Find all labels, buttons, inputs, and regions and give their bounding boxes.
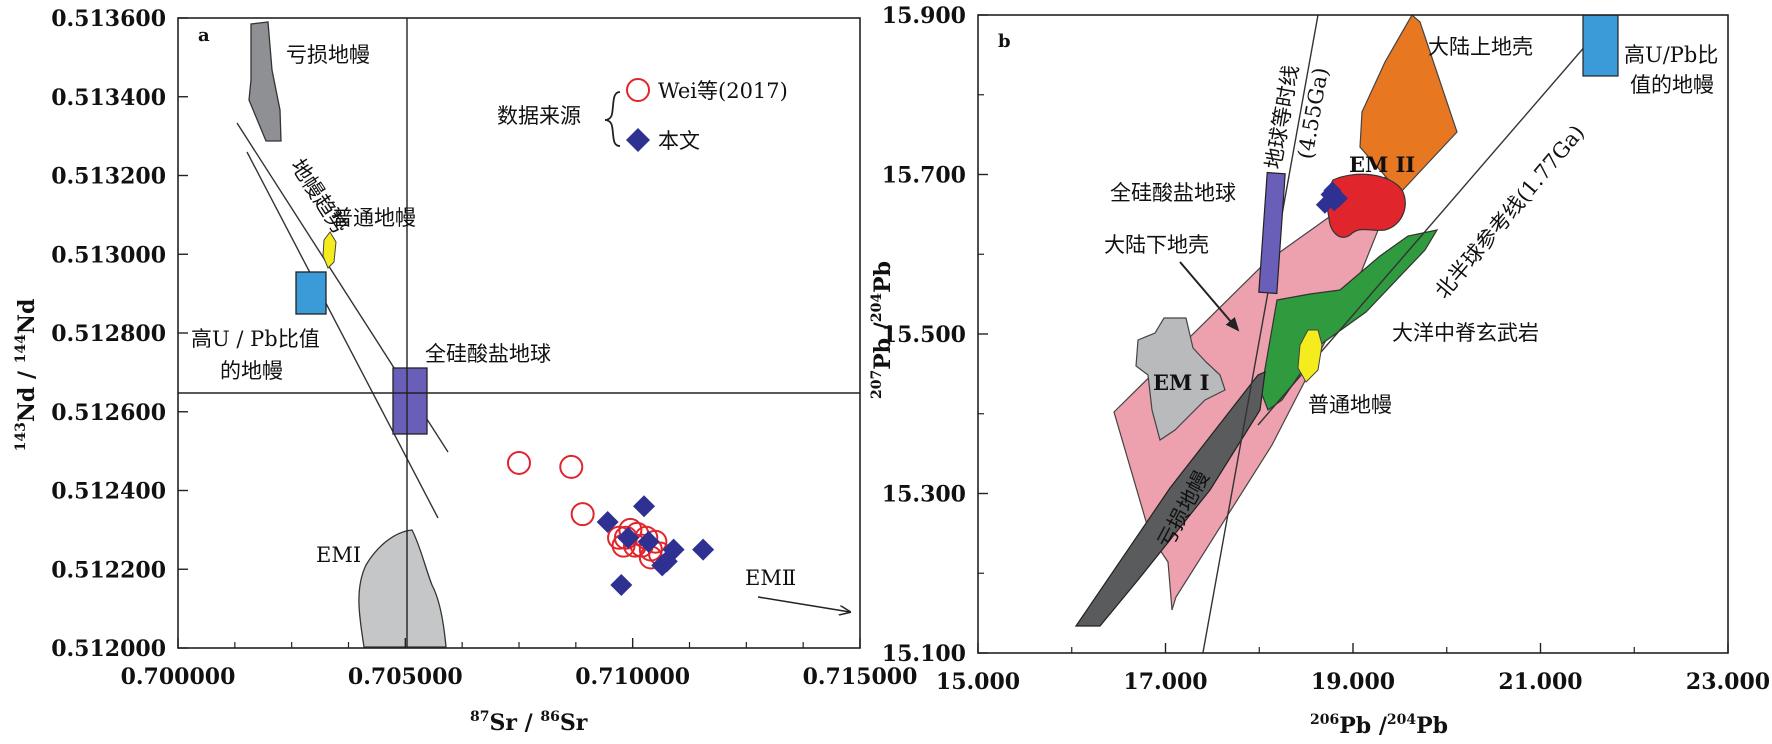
x-tick-label: 15.000 <box>936 669 1020 695</box>
field-normal-mantle <box>322 231 337 269</box>
y-tick-label: 0.512400 <box>51 479 166 505</box>
data-point-this-study <box>662 538 685 561</box>
field-em1 <box>1135 317 1226 441</box>
label-nhrl: 北半球参考线(1.77Ga) <box>1430 120 1589 303</box>
y-tick-label: 0.513600 <box>51 6 166 32</box>
data-point-this-study <box>692 538 715 561</box>
data-point-wei <box>507 450 531 475</box>
field-high-u-pb-mantle <box>1582 15 1619 77</box>
data-point-this-study <box>610 574 633 596</box>
data-point-this-study <box>651 554 674 577</box>
data-point-wei <box>570 502 595 527</box>
lower-crust-arrow <box>1179 261 1240 332</box>
y-tick-label: 0.513000 <box>51 242 166 268</box>
y-tick-label: 0.512200 <box>51 557 166 583</box>
label-high-u-pb-line1: 高U/Pb比 <box>1624 43 1718 67</box>
panel-b-ticks: 15.000 17.000 19.000 21.000 23.000 15.100 15.3… <box>882 3 1770 695</box>
x-tick-label: 0.710000 <box>575 664 690 690</box>
label-morb: 大洋中脊玄武岩 <box>1392 321 1539 345</box>
x-axis-title-b: 206Pb /204Pb <box>1310 712 1448 739</box>
legend-a: 数据来源 Wei等(2017) 本文 <box>497 78 788 153</box>
label-high-u-pb-mantle-line2: 的地幔 <box>220 359 283 383</box>
label-em2: EM II <box>1349 152 1415 177</box>
label-em1: EMⅠ <box>316 543 361 567</box>
x-tick-label: 19.000 <box>1311 669 1395 695</box>
plot-frame-b <box>977 14 1729 654</box>
label-high-u-pb-mantle-line1: 高U / Pb比值 <box>191 327 320 351</box>
panel-a-label: a <box>198 25 210 46</box>
panel-b-label: b <box>998 31 1011 52</box>
label-lower-crust: 大陆下地壳 <box>1104 233 1209 257</box>
x-tick-label: 0.715000 <box>803 664 918 690</box>
field-normal-mantle <box>1297 329 1323 383</box>
panel-a: 0.700000 0.705000 0.710000 0.715000 0.512000… <box>13 6 917 736</box>
mantle-trend-line-lower <box>246 151 439 519</box>
label-bulk-silicate-earth: 全硅酸盐地球 <box>425 342 551 366</box>
y-tick-label: 0.513400 <box>51 85 166 111</box>
legend-marker-this-study <box>626 128 650 152</box>
label-em2: EMⅡ <box>745 566 796 590</box>
geochron-line <box>1202 15 1319 653</box>
label-upper-crust: 大陆上地壳 <box>1428 35 1533 59</box>
y-tick-label: 15.300 <box>882 482 966 508</box>
y-tick-label: 0.513200 <box>51 164 166 190</box>
data-point-this-study <box>617 526 640 549</box>
field-em1 <box>358 529 447 648</box>
legend-label-this-study: 本文 <box>658 129 700 153</box>
panel-a-ticks: 0.700000 0.705000 0.710000 0.715000 0.512000… <box>51 6 917 690</box>
em2-arrow <box>757 596 850 612</box>
label-normal-mantle: 普通地幔 <box>1308 393 1392 417</box>
x-tick-label: 0.700000 <box>121 664 236 690</box>
field-bulk-silicate-earth <box>392 367 428 435</box>
y-tick-label: 0.512600 <box>51 400 166 426</box>
x-tick-label: 17.000 <box>1123 669 1207 695</box>
x-tick-label: 0.705000 <box>348 664 463 690</box>
y-tick-label: 15.900 <box>882 3 966 29</box>
data-point-this-study <box>633 495 656 518</box>
legend-marker-wei <box>626 78 650 102</box>
y-tick-label: 0.512000 <box>51 636 166 662</box>
label-bulk-silicate-earth: 全硅酸盐地球 <box>1110 181 1236 205</box>
label-depleted-mantle: 亏损地幔 <box>286 43 370 67</box>
legend-title: 数据来源 <box>497 104 581 128</box>
data-point-this-study <box>596 511 619 533</box>
data-point-this-study <box>1323 181 1342 200</box>
x-tick-label: 21.000 <box>1498 669 1582 695</box>
label-em1: EM I <box>1153 370 1209 395</box>
y-tick-label: 0.512800 <box>51 321 166 347</box>
field-depleted-mantle <box>1074 371 1266 627</box>
y-tick-label: 15.100 <box>882 641 966 667</box>
panel-a-marks <box>507 450 715 596</box>
panel-b-marks <box>1315 181 1348 214</box>
field-em2 <box>1326 173 1406 238</box>
field-high-u-pb-mantle <box>295 271 327 315</box>
x-axis-title-a: 87Sr / 86Sr <box>470 709 588 736</box>
legend-brace <box>604 91 621 147</box>
panel-b: 15.000 17.000 19.000 21.000 23.000 15.100 15.3… <box>869 3 1770 739</box>
x-tick-label: 23.000 <box>1686 669 1770 695</box>
label-high-u-pb-line2: 值的地幔 <box>1630 73 1714 97</box>
data-point-this-study <box>1315 195 1334 214</box>
field-bulk-silicate-earth <box>1258 171 1286 295</box>
y-axis-title-a: 143Nd / 144Nd <box>13 299 40 452</box>
legend-label-wei: Wei等(2017) <box>658 79 788 103</box>
field-upper-crust <box>1359 15 1458 194</box>
y-axis-title-b: 207Pb /204Pb <box>869 261 896 399</box>
y-tick-label: 15.700 <box>882 163 966 189</box>
label-normal-mantle: 普通地幔 <box>332 206 416 230</box>
y-tick-label: 15.500 <box>882 322 966 348</box>
field-depleted-mantle <box>248 21 282 142</box>
data-point-wei <box>559 454 584 479</box>
data-point-this-study <box>637 530 660 553</box>
